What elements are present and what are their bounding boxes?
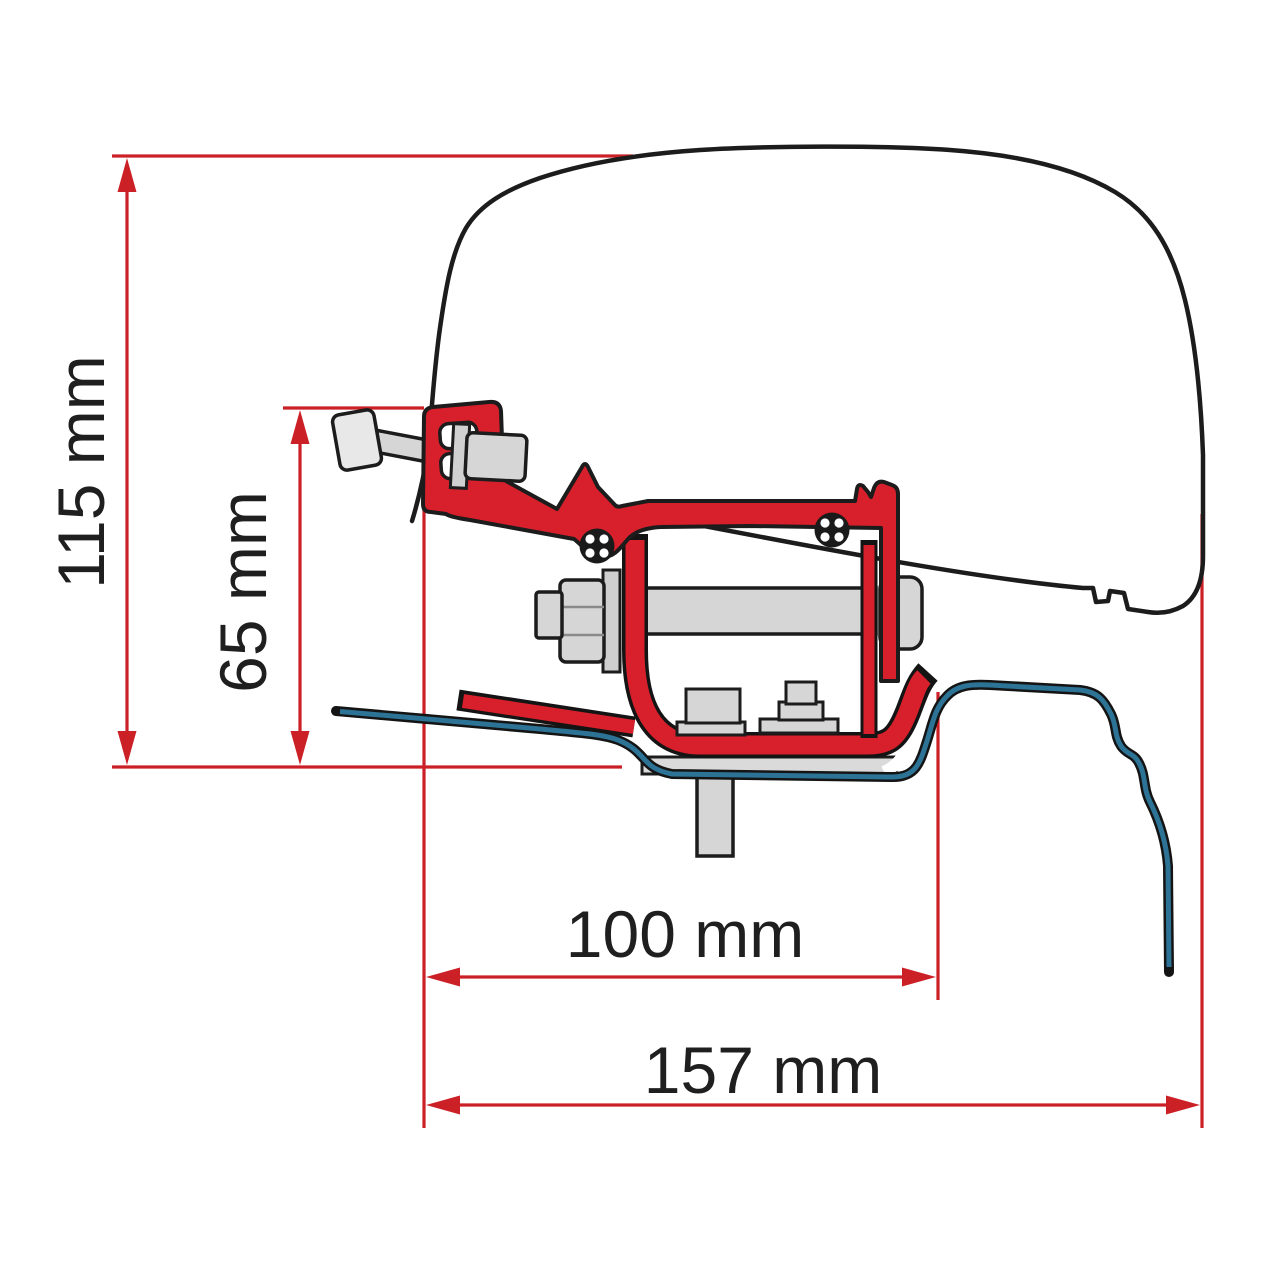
clamp-bolt-nut	[463, 431, 529, 483]
bracket-channel	[622, 534, 938, 758]
dimension-outer-width	[426, 514, 1204, 1128]
rail-blue-core	[339, 682, 1172, 968]
bracket-left-flap	[456, 689, 636, 738]
axle-shaft	[638, 586, 878, 636]
van-body-path	[409, 144, 1206, 615]
mounting-stem	[695, 774, 735, 858]
label-outer-width: 157 mm	[644, 1033, 882, 1107]
dimension-annotations	[112, 154, 1204, 1128]
dimension-inner-width	[422, 412, 940, 1128]
axle-hex-nut	[558, 578, 606, 664]
arrow-right-icon	[1166, 1095, 1200, 1115]
dimension-bracket-height	[283, 406, 424, 765]
clamp-bolt-front	[448, 422, 529, 490]
phillips-screw-icon	[814, 512, 850, 548]
phillips-screw-icon	[579, 528, 615, 564]
arrow-down-icon	[290, 731, 310, 765]
spacer-blocks	[675, 680, 840, 737]
van-roof-outline	[409, 144, 1206, 615]
arrow-right-icon	[902, 967, 936, 987]
axle-bolt-head	[534, 590, 564, 640]
dimension-total-height	[112, 154, 633, 765]
label-inner-width: 100 mm	[566, 897, 804, 971]
phillips-screws	[579, 512, 850, 564]
label-total-height: 115 mm	[44, 355, 118, 589]
spacer-body	[684, 687, 742, 725]
roof-rail-profile	[331, 679, 1174, 977]
arrow-left-icon	[426, 967, 460, 987]
arrow-up-icon	[117, 158, 137, 192]
bolt-head-small	[784, 680, 818, 706]
hex-nut-facets	[560, 605, 604, 637]
label-bracket-height: 65 mm	[206, 491, 280, 693]
arrow-down-icon	[117, 731, 137, 765]
clamp-bolt-head	[330, 408, 384, 472]
arrow-up-icon	[290, 410, 310, 444]
arrow-left-icon	[426, 1095, 460, 1115]
